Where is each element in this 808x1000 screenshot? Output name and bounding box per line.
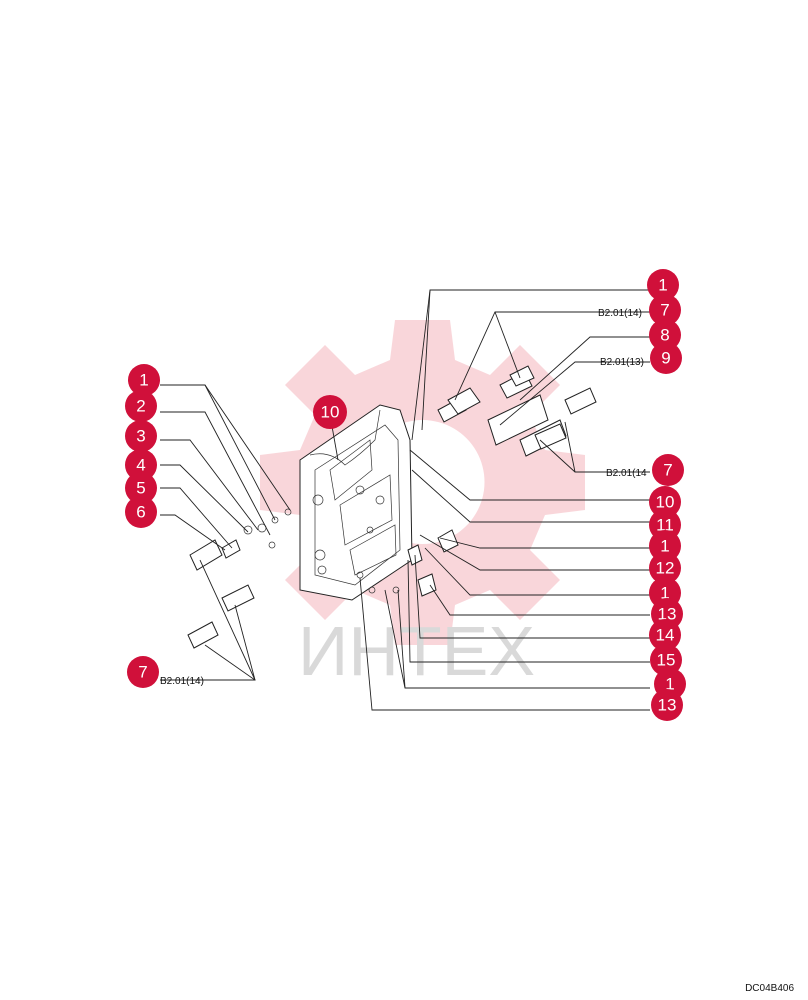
callout-1-left: 1 [128,364,160,396]
svg-text:10: 10 [321,403,340,422]
callout-3: 3 [125,420,157,452]
callout-10-top: 10 [313,395,347,429]
svg-text:9: 9 [661,349,670,368]
svg-text:15: 15 [657,651,676,670]
svg-text:3: 3 [136,427,145,446]
ref-label-left-7: B2.01(14) [160,676,204,687]
svg-text:7: 7 [138,663,147,682]
svg-text:2: 2 [136,397,145,416]
svg-text:12: 12 [656,559,675,578]
ref-label-top-7: B2.01(14) [598,308,642,319]
ref-label-top-9: B2.01(13) [600,357,644,368]
svg-text:7: 7 [663,461,672,480]
callout-14: 14 [649,619,681,651]
svg-text:1: 1 [660,584,669,603]
svg-text:1: 1 [139,371,148,390]
valve-plate [299,404,413,601]
svg-text:1: 1 [665,675,674,694]
leader-lines [160,289,650,711]
ref-label-mid-7: B2.01(14 [606,468,647,479]
callout-4: 4 [125,449,157,481]
callout-1-top: 1 [647,269,679,301]
callout-6: 6 [125,496,157,528]
callout-12: 12 [649,552,681,584]
callout-2: 2 [125,390,157,422]
svg-text:1: 1 [660,537,669,556]
callout-5: 5 [125,472,157,504]
left-side-parts [187,508,292,649]
callout-8: 8 [649,319,681,351]
callout-9: 9 [650,342,682,374]
svg-text:10: 10 [656,493,675,512]
callout-7-mid: 7 [652,454,684,486]
watermark-text: ИНТЕХ [298,612,535,690]
document-code: DC04B406 [745,983,794,994]
callout-13-bottom: 13 [651,689,683,721]
svg-text:7: 7 [660,301,669,320]
callout-15: 15 [650,644,682,676]
svg-text:13: 13 [658,696,677,715]
svg-text:13: 13 [658,605,677,624]
svg-text:14: 14 [656,626,675,645]
callout-7-left: 7 [127,656,159,688]
callout-7-top: 7 [649,294,681,326]
svg-text:11: 11 [656,516,674,535]
svg-text:4: 4 [136,456,145,475]
callout-10-right: 10 [649,486,681,518]
solenoid-valves-right [437,365,597,457]
svg-text:8: 8 [660,326,669,345]
svg-text:1: 1 [658,276,667,295]
callout-1-mid: 1 [649,530,681,562]
svg-text:6: 6 [136,503,145,522]
svg-text:5: 5 [136,479,145,498]
